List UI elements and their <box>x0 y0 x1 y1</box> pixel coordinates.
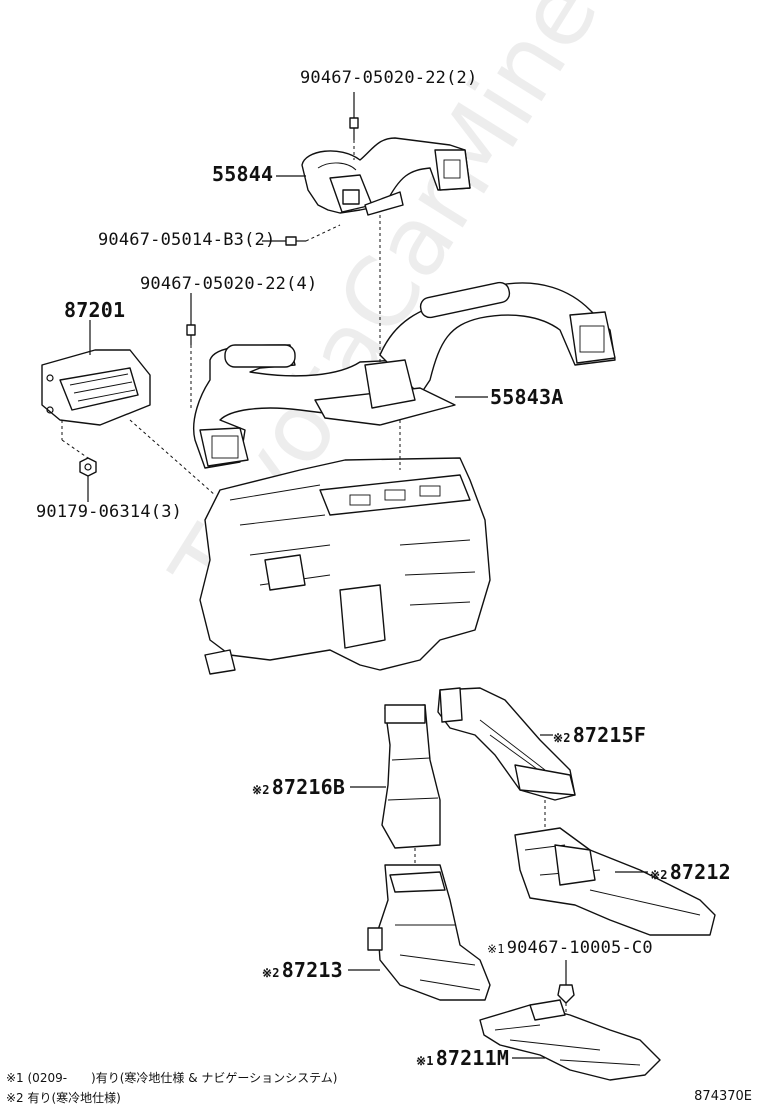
nut-90179 <box>79 457 97 477</box>
label-87201: 87201 <box>64 298 126 322</box>
leader-lines <box>87 92 648 1059</box>
footnote-1: ※1 (0209- )有り(寒冷地仕様 & ナビゲーションシステム) <box>6 1071 338 1085</box>
part-number: 87212 <box>669 860 731 884</box>
note-mark: ※1 <box>416 1054 434 1068</box>
part-number: 87211M <box>435 1046 510 1070</box>
part-number: 90467-10005-C0 <box>506 938 653 958</box>
footnote-2: ※2 有り(寒冷地仕様) <box>6 1091 121 1105</box>
label-55843a: 55843A <box>490 385 564 409</box>
note-mark: ※1 <box>487 942 505 956</box>
screw-55844-side <box>285 236 306 246</box>
alignment-lines <box>61 140 567 1012</box>
vent-87201 <box>41 349 151 426</box>
screw-55844-top <box>349 117 359 140</box>
screw-55843a <box>186 324 196 345</box>
part-number: 87216B <box>271 775 346 799</box>
duct-55844 <box>301 137 471 216</box>
note-mark: ※2 <box>650 868 668 882</box>
part-number: 87213 <box>281 958 343 982</box>
duct-87215f <box>437 687 576 801</box>
clip-90467-10005 <box>557 975 575 1004</box>
label-90467-05014-b3: 90467-05014-B3(2) <box>98 230 276 250</box>
duct-87213 <box>367 864 491 1001</box>
heater-unit <box>199 457 491 675</box>
duct-87211m <box>479 999 661 1081</box>
note-mark: ※2 <box>553 731 571 745</box>
label-90467-05020-22-4: 90467-05020-22(4) <box>140 274 318 294</box>
label-90179-06314: 90179-06314(3) <box>36 502 183 522</box>
part-number: 87215F <box>572 723 647 747</box>
duct-87216b <box>381 704 441 849</box>
label-55844: 55844 <box>212 162 274 186</box>
figure-number: 874370E <box>694 1089 752 1104</box>
label-90467-05020-22-2: 90467-05020-22(2) <box>300 68 478 88</box>
duct-87212 <box>514 827 716 936</box>
note-mark: ※2 <box>262 966 280 980</box>
note-mark: ※2 <box>252 783 270 797</box>
duct-55843a <box>193 281 616 469</box>
